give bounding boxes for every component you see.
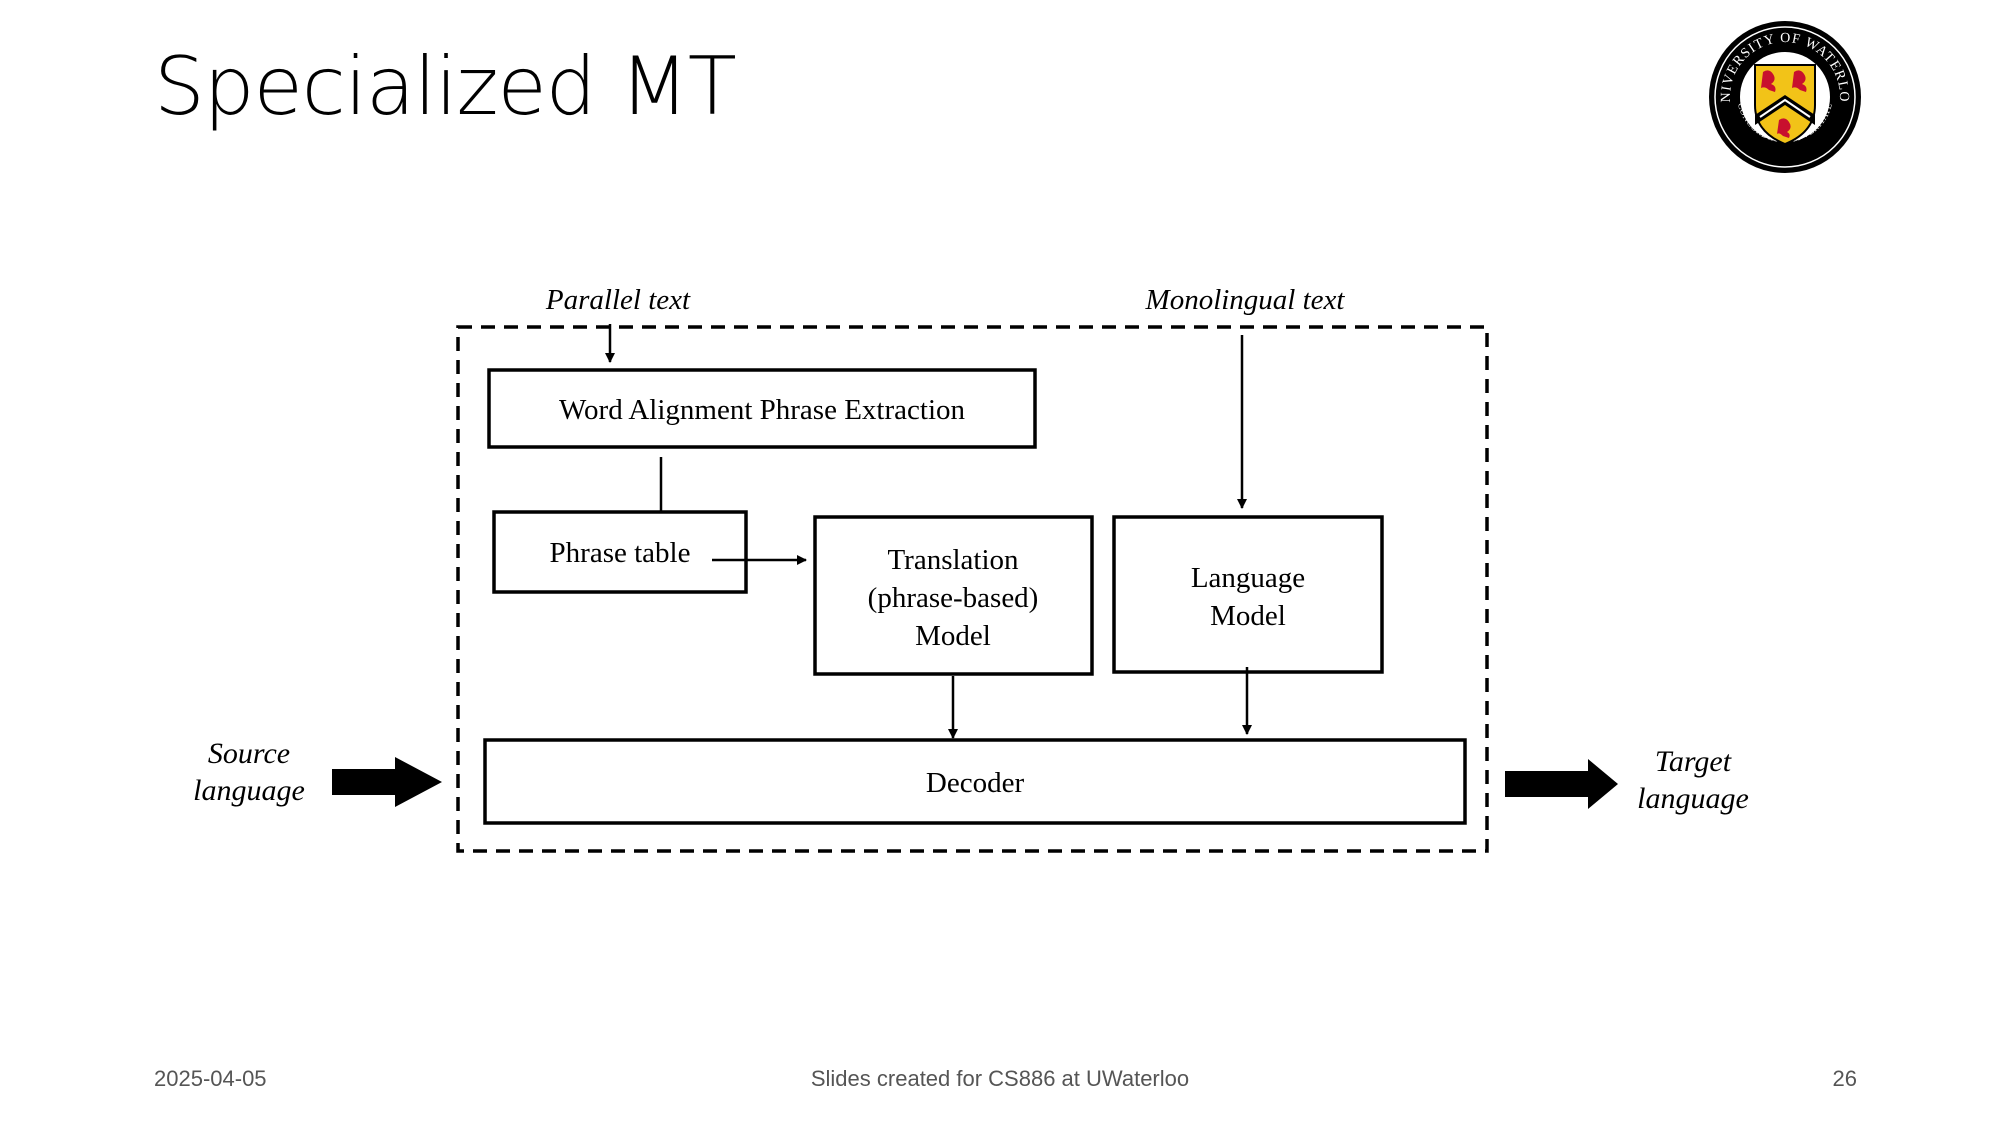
system-boundary [456,325,1489,853]
decoder-label: Decoder [926,767,1025,799]
target-output-arrow [1505,759,1618,809]
language-model-box [1112,515,1384,674]
parallel-text-label: Parallel text [545,284,691,316]
language-model-line-1: Language [1191,562,1305,594]
word-alignment-box [487,368,1037,449]
phrase-table-label: Phrase table [550,537,691,569]
university-of-waterloo-logo: UNIVERSITY OF WATERLOO CONCORDIA CUM VER… [1708,20,1861,173]
translation-model-box [813,515,1094,676]
source-language-line-1: Source [208,737,290,770]
page-number: 26 [1832,1066,1857,1091]
target-language-line-2: language [1637,782,1749,815]
word-alignment-label: Word Alignment Phrase Extraction [559,394,966,426]
language-model-line-2: Model [1210,600,1286,632]
phrase-table-box [492,510,748,594]
monolingual-text-label: Monolingual text [1145,284,1346,316]
source-input-arrow [332,757,442,807]
translation-model-line-3: Model [915,620,991,652]
target-language-line-1: Target [1655,745,1732,778]
slide-title: Specialized MT [154,40,737,133]
footer-date: 2025-04-05 [154,1066,267,1091]
decoder-box [483,738,1467,825]
translation-model-line-1: Translation [887,544,1019,576]
translation-model-line-2: (phrase-based) [868,582,1039,614]
source-language-line-2: language [193,774,305,807]
footer-credit: Slides created for CS886 at UWaterloo [810,1066,1190,1091]
